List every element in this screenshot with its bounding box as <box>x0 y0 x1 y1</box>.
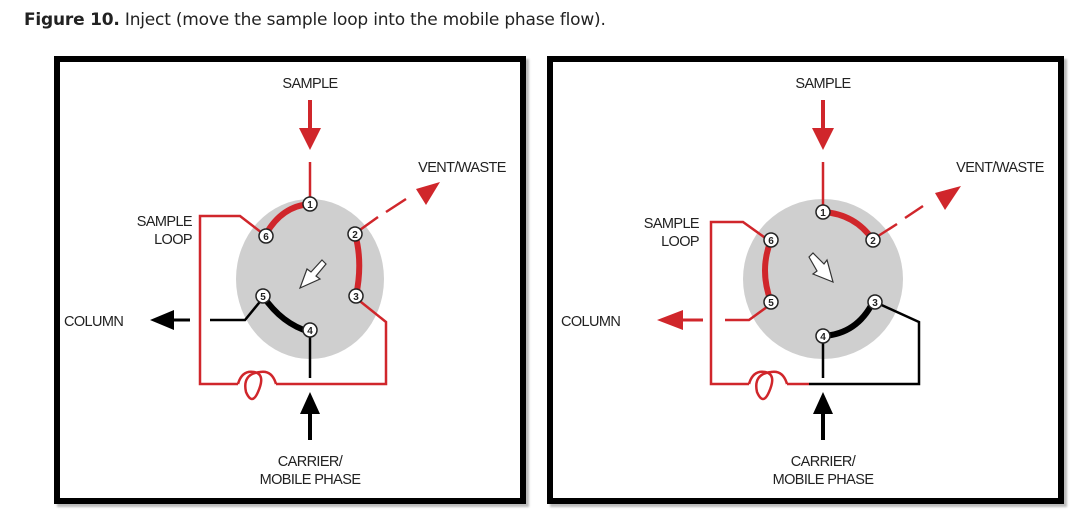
port-2: 2 <box>865 232 881 248</box>
column-line-inner <box>725 302 772 322</box>
valve-diagram-right: 1 2 3 4 5 6 SAMPLE VENT/WASTE SAMPLE LOO… <box>561 76 1045 488</box>
sample-loop-label-2: LOOP <box>154 232 192 248</box>
port-5-label: 5 <box>260 292 266 303</box>
port-6-label: 6 <box>768 236 774 247</box>
vent-line-b <box>904 204 924 220</box>
column-label: COLUMN <box>64 314 123 330</box>
port-6-label: 6 <box>263 232 269 243</box>
sample-loop-right <box>276 297 388 386</box>
column-line-inner <box>210 297 264 322</box>
vent-arrow-head <box>935 186 961 210</box>
sample-loop-label-1: SAMPLE <box>137 214 193 230</box>
port-4: 4 <box>815 328 831 344</box>
carrier-arrow-head <box>813 392 833 414</box>
carrier-label-2: MOBILE PHASE <box>260 472 362 488</box>
valve-diagram-left: 1 2 3 4 5 6 SAMPLE VENT/WASTE SAMPLE LOO… <box>64 76 507 488</box>
port-3: 3 <box>348 288 364 304</box>
sample-label: SAMPLE <box>282 76 338 92</box>
carrier-label-1: CARRIER/ <box>278 454 344 470</box>
port-1-label: 1 <box>307 200 313 211</box>
port-6: 6 <box>763 232 779 248</box>
figure-caption-text: Inject (move the sample loop into the mo… <box>119 10 606 30</box>
column-arrow-head <box>150 310 174 330</box>
port-5-label: 5 <box>768 298 774 309</box>
sample-label: SAMPLE <box>795 76 851 92</box>
figure-caption: Figure 10. Inject (move the sample loop … <box>24 10 606 30</box>
carrier-label-1: CARRIER/ <box>791 454 857 470</box>
sample-loop-left <box>709 220 772 386</box>
port-2: 2 <box>347 226 363 242</box>
sample-loop-coil <box>747 370 789 401</box>
port-3-label: 3 <box>353 292 359 303</box>
port-4: 4 <box>302 322 318 338</box>
port-5: 5 <box>255 288 271 304</box>
port-1: 1 <box>302 196 318 212</box>
carrier-arrow-head <box>300 392 320 414</box>
port-3: 3 <box>867 294 883 310</box>
vent-arrow-head <box>416 182 440 205</box>
sample-loop-left <box>198 214 267 386</box>
carrier-label-2: MOBILE PHASE <box>773 472 875 488</box>
port-4-label: 4 <box>307 326 313 337</box>
vent-waste-label: VENT/WASTE <box>956 160 1045 176</box>
port-1-label: 1 <box>820 208 826 219</box>
figure-label: Figure 10. <box>24 10 120 30</box>
port-1: 1 <box>815 204 831 220</box>
port-2-label: 2 <box>352 230 358 241</box>
port-2-label: 2 <box>870 236 876 247</box>
rotation-arrow-icon <box>808 252 834 284</box>
column-label: COLUMN <box>561 314 620 330</box>
sample-loop-coil <box>236 370 278 401</box>
vent-line-b <box>385 197 407 214</box>
sample-arrow-head <box>299 128 321 150</box>
sample-arrow-head <box>812 128 834 150</box>
column-arrow-head <box>657 310 683 330</box>
vent-waste-label: VENT/WASTE <box>418 160 507 176</box>
diagram-panel-load-to-inject-left: 1 2 3 4 5 6 SAMPLE VENT/WASTE SAMPLE LOO… <box>54 56 526 504</box>
sample-loop-label-1: SAMPLE <box>644 216 700 232</box>
port-6: 6 <box>258 228 274 244</box>
sample-loop-label-2: LOOP <box>661 234 699 250</box>
diagram-panel-inject-right: 1 2 3 4 5 6 SAMPLE VENT/WASTE SAMPLE LOO… <box>547 56 1064 504</box>
port-4-label: 4 <box>820 332 826 343</box>
port-3-label: 3 <box>872 298 878 309</box>
carrier-bypass-line <box>809 300 921 386</box>
rotation-arrow-icon <box>298 259 327 290</box>
port-5: 5 <box>763 294 779 310</box>
